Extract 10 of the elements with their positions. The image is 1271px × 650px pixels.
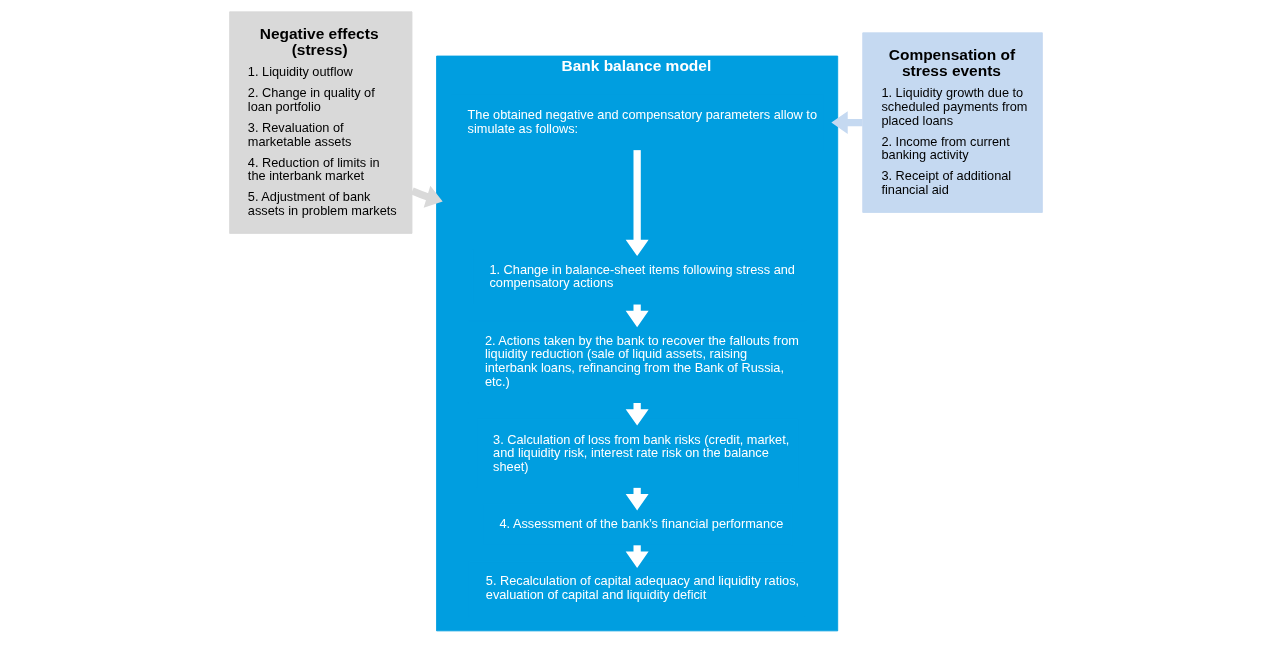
arrow — [830, 111, 863, 135]
node-text: 1. Change in balance-sheet items following stress and compensatory actions — [488, 261, 795, 291]
node-box: Compensation of stress events 1. Liquidity growth due to scheduled payments from placed loans 2. Income from current banking activity 3. Receipt of additional financial aid — [861, 32, 1043, 213]
node-text: 5. Recalculation of capital adequacy and liquidity ratios, evaluation of capital and liquidity deficit — [485, 573, 799, 603]
node-text: 2. Actions taken by the bank to recover the fallouts from liquidity reduction (sale of liquid assets, raising interbank loans, refinancing from the Bank of Russia, etc.) — [484, 332, 799, 389]
node-text: 4. Assessment of the bank’s financial performance — [498, 516, 783, 532]
node-text: The obtained negative and compensatory parameters allow to simulate as follows: — [467, 107, 817, 136]
node-box: Negative effects (stress) 1. Liquidity outflow 2. Change in quality of loan portfolio 3. Revaluation of marketable assets 4. Reduction of limits in the interbank market 5. Adjustment of bank assets in problem markets — [228, 11, 412, 234]
arrow — [410, 185, 443, 208]
node-text: 3. Calculation of loss from bank risks (credit, market, and liquidity risk, interest rate risk on the balance sheet) — [492, 431, 789, 475]
